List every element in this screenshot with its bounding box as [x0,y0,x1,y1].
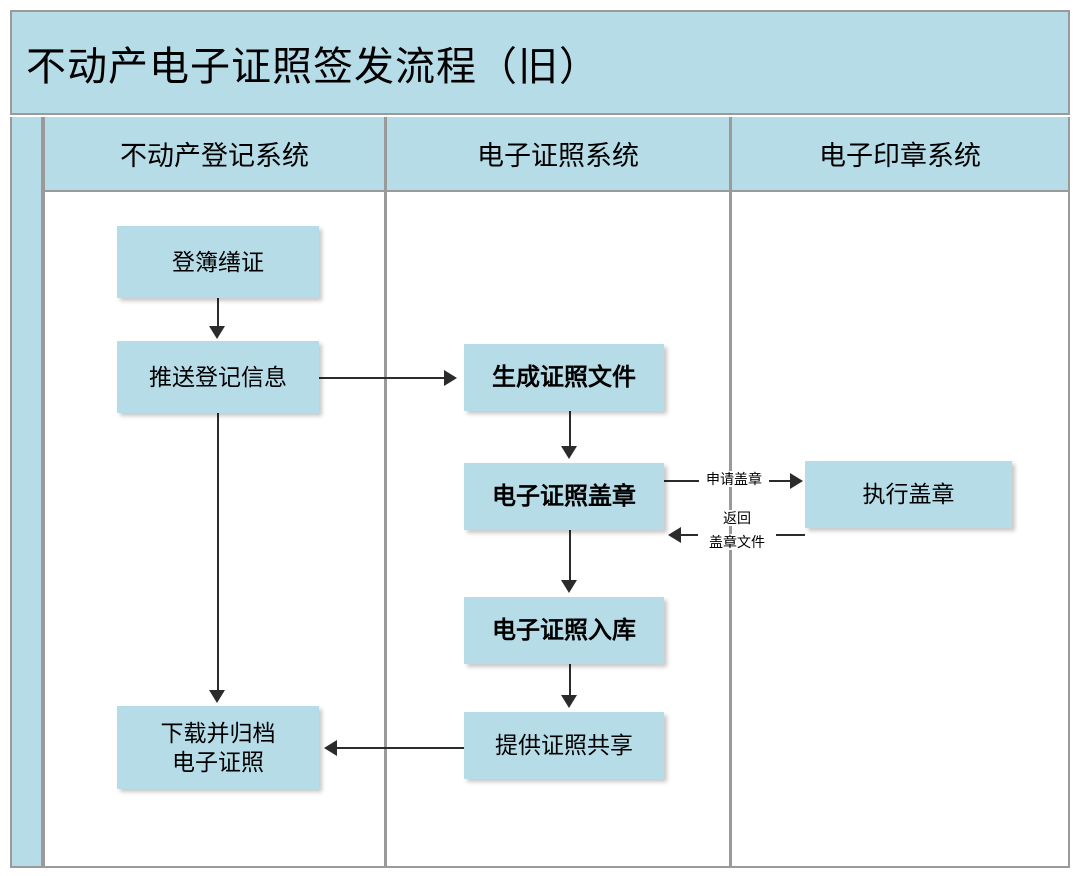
node-tuisong-dengji-xinxi[interactable]: 推送登记信息 [117,341,319,413]
node-label: 推送登记信息 [149,363,287,390]
lane-header-label: 电子印章系统 [819,141,981,171]
node-label-multiline: 下载并归档 电子证照 [161,719,276,775]
node-dianzi-zhengzhao-ruku[interactable]: 电子证照入库 [464,597,664,664]
diagram-title: 不动产电子证照签发流程（旧） [26,44,600,89]
arrowhead-left-xiazai [324,740,337,756]
node-label: 提供证照共享 [495,732,633,759]
node-dianzi-zhengzhao-gaizhang[interactable]: 电子证照盖章 [464,463,664,530]
lane-header-label: 不动产登记系统 [120,141,309,171]
edge-label-return-line2: 盖章文件 [698,534,776,551]
connector-dengbu-tuisong [217,298,219,328]
node-label-line1: 下载并归档 [160,720,276,747]
edge-label-apply-seal: 申请盖章 [699,471,769,488]
diagram-title-band: 不动产电子证照签发流程（旧） [10,10,1070,115]
node-dengbu-shanzheng[interactable]: 登簿缮证 [117,226,319,298]
node-label: 生成证照文件 [492,363,636,391]
node-label: 执行盖章 [862,481,955,508]
arrowhead-right-zhixing [790,473,803,489]
edge-label-return-line1: 返回 [704,510,770,527]
connector-tuisong-shengcheng [319,377,445,379]
node-label: 电子证照盖章 [492,482,636,510]
arrowhead-left-gaizhang [668,527,681,543]
lane-body-eseal [730,192,1070,868]
lane-header-label: 电子证照系统 [477,141,639,171]
lane-header-eseal: 电子印章系统 [730,117,1070,192]
arrowhead-down-tuisong [209,326,225,339]
node-label-line2: 电子证照 [172,748,264,775]
arrowhead-down-ruku [561,580,577,593]
connector-gaizhang-ruku [569,530,571,582]
connector-gongxiang-xiazai [337,747,464,749]
arrowhead-down-gaizhang [561,446,577,459]
arrowhead-right-shengcheng [444,370,457,386]
connector-shengcheng-gaizhang [569,411,571,448]
node-shengcheng-zhengzhao-wenjian[interactable]: 生成证照文件 [464,344,664,411]
node-tigong-zhengzhao-gongxiang[interactable]: 提供证照共享 [464,712,664,779]
swimlane-side-band [10,117,43,868]
node-label: 电子证照入库 [492,616,636,644]
arrowhead-down-xiazai [209,690,225,703]
connector-ruku-gongxiang [569,664,571,697]
lane-header-ecert: 电子证照系统 [385,117,731,192]
lane-header-registration: 不动产登记系统 [43,117,386,192]
arrowhead-down-gongxiang [561,695,577,708]
node-xiazai-guidang[interactable]: 下载并归档 电子证照 [117,706,319,789]
connector-tuisong-xiazai [217,413,219,691]
node-zhixing-gaizhang[interactable]: 执行盖章 [805,461,1012,528]
node-label: 登簿缮证 [172,248,264,275]
